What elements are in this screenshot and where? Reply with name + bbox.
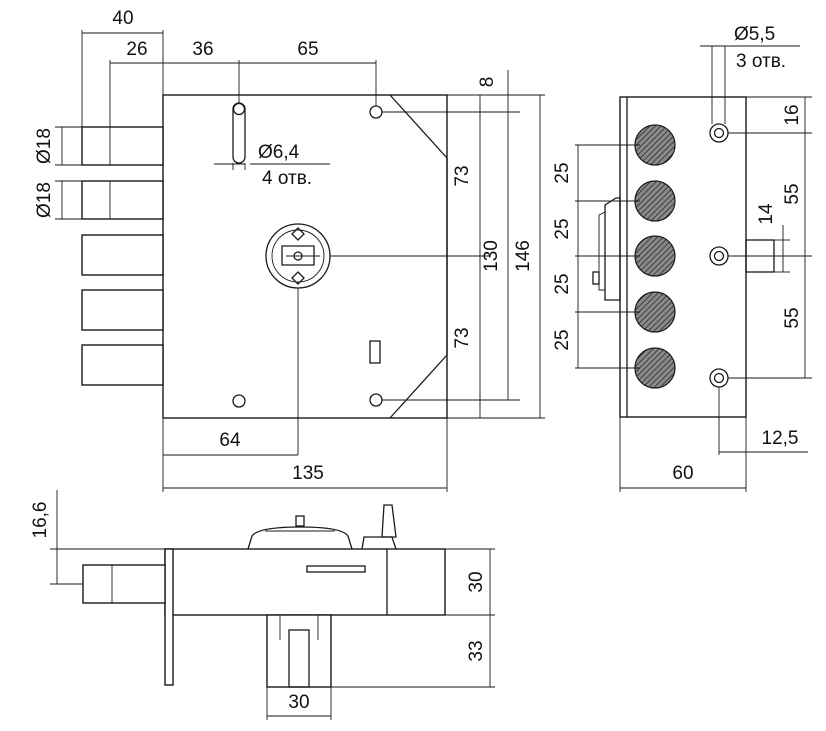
front-view: 40 26 36 65 8 73 130 146 73 Ø18 Ø18 Ø6,4…	[34, 8, 545, 492]
bolt-3	[81, 234, 164, 276]
dim-side-60: 60	[672, 463, 693, 484]
bottom-knob-tab	[381, 504, 397, 538]
dim-front-hole-count: 4 отв.	[262, 168, 312, 189]
dim-front-40: 40	[112, 8, 133, 29]
bottom-bolt	[82, 564, 166, 604]
hole-bottom-left	[232, 394, 246, 408]
bottom-knob-base	[361, 536, 397, 550]
front-bolts	[81, 126, 164, 386]
dim-front-hole-diameter: Ø6,4	[258, 142, 300, 163]
bolt-head-4	[634, 291, 676, 333]
dim-front-26: 26	[126, 39, 147, 60]
dim-front-135: 135	[292, 463, 324, 484]
bolt-head-2	[634, 180, 676, 222]
dim-side-25-c: 25	[552, 273, 573, 294]
bolt-head-1	[634, 124, 676, 166]
dim-side-55-bottom: 55	[782, 307, 803, 328]
bottom-slot	[306, 565, 366, 573]
bolt-2	[81, 180, 164, 220]
dim-side-25-b: 25	[552, 218, 573, 239]
dim-front-8: 8	[477, 77, 498, 88]
dim-front-64: 64	[219, 430, 241, 451]
bolt-head-5	[634, 347, 676, 389]
latch-slot	[369, 340, 381, 364]
dim-front-146: 146	[513, 240, 534, 272]
dim-side-12-5: 12,5	[762, 428, 799, 449]
strike-edge-bottom	[389, 354, 448, 419]
dim-side-14: 14	[756, 203, 777, 225]
dim-bottom-30-height: 30	[466, 571, 487, 592]
bolt-5	[81, 344, 164, 386]
bolt-1	[81, 126, 164, 166]
strike-edge-top	[389, 94, 448, 159]
dim-side-25-d: 25	[552, 329, 573, 350]
side-view: Ø5,5 3 отв. 25 25 25 25 16 55 14 55 12,5…	[552, 24, 812, 492]
bolt-4	[81, 289, 164, 331]
dim-front-d18-b: Ø18	[34, 182, 55, 218]
bottom-faceplate	[164, 548, 174, 686]
bottom-cylinder-top	[247, 526, 353, 550]
dim-side-16: 16	[782, 104, 803, 125]
bottom-view: 16,6 30 33 30	[30, 490, 495, 720]
dim-front-73-bottom: 73	[452, 327, 473, 348]
dim-front-73-top: 73	[452, 165, 473, 186]
bolt-head-3	[634, 235, 676, 277]
dim-front-65: 65	[297, 39, 318, 60]
lock-body-bottom	[164, 548, 446, 616]
lock-body-front	[162, 94, 448, 419]
dim-side-hole-diameter: Ø5,5	[734, 24, 775, 45]
side-cylinder-cover	[604, 197, 621, 301]
bottom-cylinder-housing	[266, 614, 332, 688]
dim-front-d18-a: Ø18	[34, 128, 55, 164]
dim-side-hole-count: 3 отв.	[736, 51, 786, 72]
dim-side-25-a: 25	[552, 162, 573, 183]
dim-bottom-33: 33	[466, 640, 487, 661]
dim-bottom-16-6: 16,6	[30, 502, 51, 539]
dim-front-130: 130	[481, 240, 502, 272]
dim-bottom-30-width: 30	[288, 692, 309, 713]
dim-side-55-top: 55	[782, 183, 803, 204]
dim-front-36: 36	[192, 39, 213, 60]
side-bolt-heads	[634, 124, 676, 389]
